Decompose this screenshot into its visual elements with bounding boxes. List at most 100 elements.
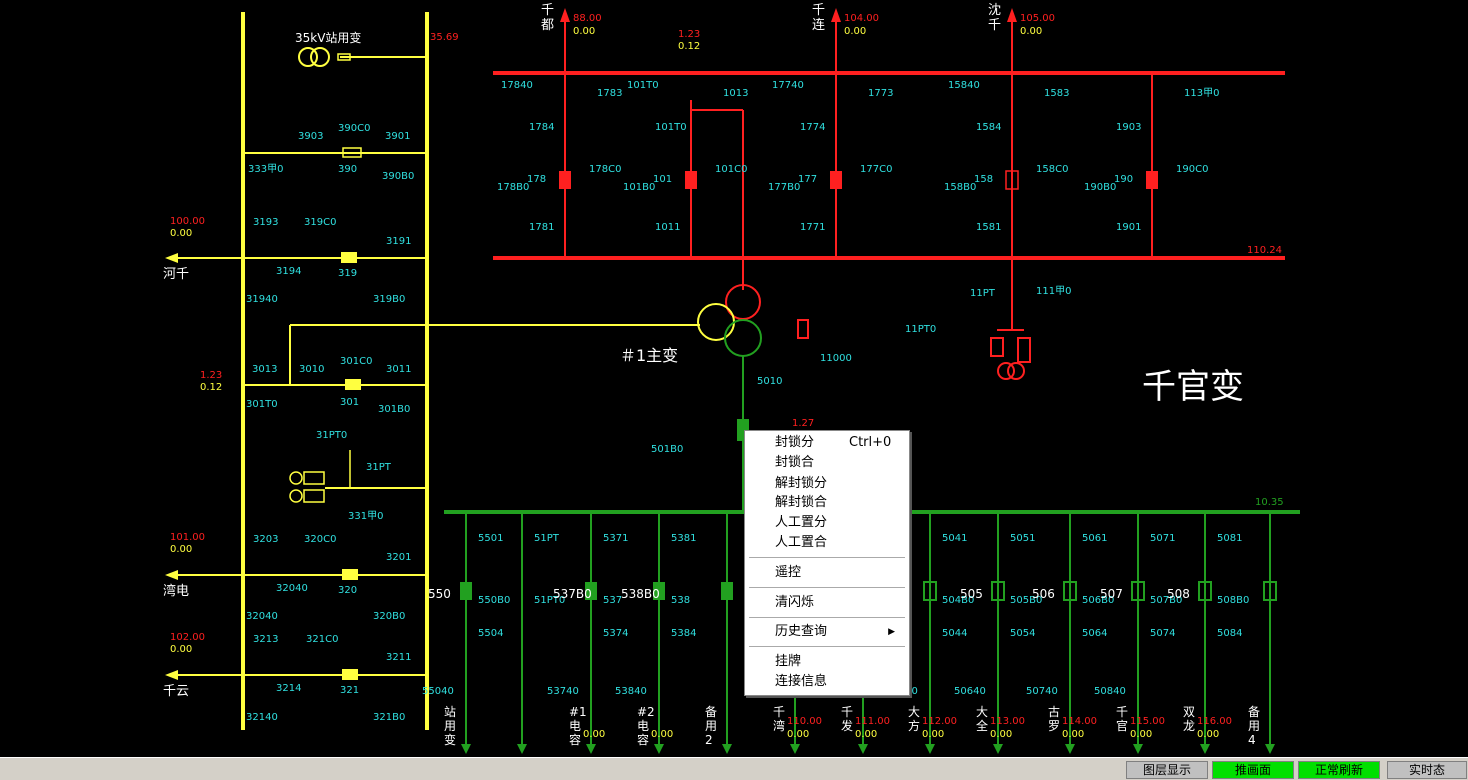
feeder-breaker[interactable]: 508: [1167, 587, 1190, 601]
feeder-sw-bottom[interactable]: 5084: [1217, 628, 1242, 639]
brk-301[interactable]: 301: [340, 397, 359, 408]
bay110-top[interactable]: 1783: [597, 88, 622, 99]
sw-11000[interactable]: 11000: [820, 353, 852, 364]
sw-320c0[interactable]: 320C0: [304, 534, 336, 545]
menu-connection-info[interactable]: 连接信息: [775, 674, 828, 689]
bay110-breaker[interactable]: 158: [974, 174, 993, 185]
brk-319[interactable]: 319: [338, 268, 357, 279]
bay110-bot[interactable]: 1901: [1116, 222, 1141, 233]
bay110-e2[interactable]: 177B0: [768, 182, 800, 193]
feeder-sw-earth[interactable]: 550B0: [478, 595, 510, 606]
sw-11pt0[interactable]: 11PT0: [905, 324, 936, 335]
push-screen-button[interactable]: 推画面: [1212, 761, 1294, 779]
menu-manual-open[interactable]: 人工置分: [775, 515, 828, 530]
sw-320b0[interactable]: 320B0: [373, 611, 405, 622]
feeder-breaker[interactable]: 505: [960, 587, 983, 601]
sw-3013[interactable]: 3013: [252, 364, 277, 375]
bay110-bot[interactable]: 1771: [800, 222, 825, 233]
feeder-sw-top[interactable]: 5041: [942, 533, 967, 544]
feeder-breaker[interactable]: 506: [1032, 587, 1055, 601]
bay110-earth_top[interactable]: 15840: [948, 80, 980, 91]
feeder-sw-top[interactable]: 5051: [1010, 533, 1035, 544]
feeder-sw-earth[interactable]: 51PT0: [534, 595, 565, 606]
feeder-sw-earth[interactable]: 504B0: [942, 595, 974, 606]
bay110-breaker[interactable]: 101: [653, 174, 672, 185]
sw-3214[interactable]: 3214: [276, 683, 301, 694]
bay110-e2[interactable]: 190B0: [1084, 182, 1116, 193]
feeder-sw-top[interactable]: 5371: [603, 533, 628, 544]
sw-319b0[interactable]: 319B0: [373, 294, 405, 305]
bay110-breaker[interactable]: 177: [798, 174, 817, 185]
menu-manual-close[interactable]: 人工置合: [775, 535, 828, 550]
sw-5010[interactable]: 5010: [757, 376, 782, 387]
feeder-sw-earth[interactable]: 505B0: [1010, 595, 1042, 606]
feeder-sw-bottom[interactable]: 5044: [942, 628, 967, 639]
feeder-sw-low[interactable]: 53740: [547, 686, 579, 697]
bay110-bot[interactable]: 1581: [976, 222, 1001, 233]
feeder-sw-earth[interactable]: 538: [671, 595, 690, 606]
sw-3191[interactable]: 3191: [386, 236, 411, 247]
sw-3211[interactable]: 3211: [386, 652, 411, 663]
sw-3903[interactable]: 3903: [298, 131, 323, 142]
bay110-mid[interactable]: 1584: [976, 122, 1001, 133]
sw-3901[interactable]: 3901: [385, 131, 410, 142]
sw-3193[interactable]: 3193: [253, 217, 278, 228]
bay110-breaker[interactable]: 190: [1114, 174, 1133, 185]
sw-331a0[interactable]: 331甲0: [348, 511, 383, 522]
sw-32140[interactable]: 32140: [246, 712, 278, 723]
bay110-e2[interactable]: 101B0: [623, 182, 655, 193]
menu-tag[interactable]: 挂牌: [775, 654, 802, 669]
sw-11pt[interactable]: 11PT: [970, 288, 996, 299]
bay110-breaker[interactable]: 178: [527, 174, 546, 185]
feeder-sw-low[interactable]: 53840: [615, 686, 647, 697]
feeder-sw-bottom[interactable]: 5384: [671, 628, 696, 639]
feeder-sw-bottom[interactable]: 5074: [1150, 628, 1175, 639]
sw-333a0[interactable]: 333甲0: [248, 164, 283, 175]
sw-301b0[interactable]: 301B0: [378, 404, 410, 415]
feeder-sw-top[interactable]: 5071: [1150, 533, 1175, 544]
brk-320[interactable]: 320: [338, 585, 357, 596]
menu-unlock-close[interactable]: 解封锁合: [775, 495, 828, 510]
feeder-breaker[interactable]: 550: [428, 587, 451, 601]
feeder-sw-bottom[interactable]: 5054: [1010, 628, 1035, 639]
bay110-earth_top[interactable]: 17840: [501, 80, 533, 91]
realtime-state-button[interactable]: 实时态: [1387, 761, 1467, 779]
sw-31940[interactable]: 31940: [246, 294, 278, 305]
feeder-sw-bottom[interactable]: 5504: [478, 628, 503, 639]
feeder-sw-low[interactable]: 50840: [1094, 686, 1126, 697]
brk-390[interactable]: 390: [338, 164, 357, 175]
bay110-e1[interactable]: 101C0: [715, 164, 747, 175]
feeder-sw-earth[interactable]: 508B0: [1217, 595, 1249, 606]
sw-32040b[interactable]: 32040: [246, 611, 278, 622]
sw-3011[interactable]: 3011: [386, 364, 411, 375]
feeder-sw-earth[interactable]: 537: [603, 595, 622, 606]
feeder-breaker[interactable]: 538B0: [621, 587, 660, 601]
menu-clear-flash[interactable]: 清闪烁: [775, 595, 815, 610]
bay110-earth_top[interactable]: 101T0: [627, 80, 659, 91]
feeder-sw-top[interactable]: 5381: [671, 533, 696, 544]
sw-32040a[interactable]: 32040: [276, 583, 308, 594]
bay110-top[interactable]: 1013: [723, 88, 748, 99]
feeder-sw-earth[interactable]: 507B0: [1150, 595, 1182, 606]
bay110-mid[interactable]: 1784: [529, 122, 554, 133]
bay110-earth_top[interactable]: 17740: [772, 80, 804, 91]
sw-390c0[interactable]: 390C0: [338, 123, 370, 134]
feeder-sw-bottom[interactable]: 5064: [1082, 628, 1107, 639]
feeder-sw-top[interactable]: 5061: [1082, 533, 1107, 544]
bay110-e1[interactable]: 177C0: [860, 164, 892, 175]
feeder-breaker[interactable]: 507: [1100, 587, 1123, 601]
sw-31pt0[interactable]: 31PT0: [316, 430, 347, 441]
feeder-sw-low[interactable]: 55040: [422, 686, 454, 697]
feeder-sw-top[interactable]: 5081: [1217, 533, 1242, 544]
bay110-mid[interactable]: 101T0: [655, 122, 687, 133]
bay110-top[interactable]: 1773: [868, 88, 893, 99]
sw-301t0[interactable]: 301T0: [246, 399, 278, 410]
bay110-e1[interactable]: 178C0: [589, 164, 621, 175]
feeder-sw-low[interactable]: 50640: [954, 686, 986, 697]
feeder-sw-top[interactable]: 51PT: [534, 533, 560, 544]
feeder-sw-top[interactable]: 5501: [478, 533, 503, 544]
bay110-mid[interactable]: 1774: [800, 122, 825, 133]
sw-3194[interactable]: 3194: [276, 266, 301, 277]
sw-111a0[interactable]: 111甲0: [1036, 286, 1071, 297]
